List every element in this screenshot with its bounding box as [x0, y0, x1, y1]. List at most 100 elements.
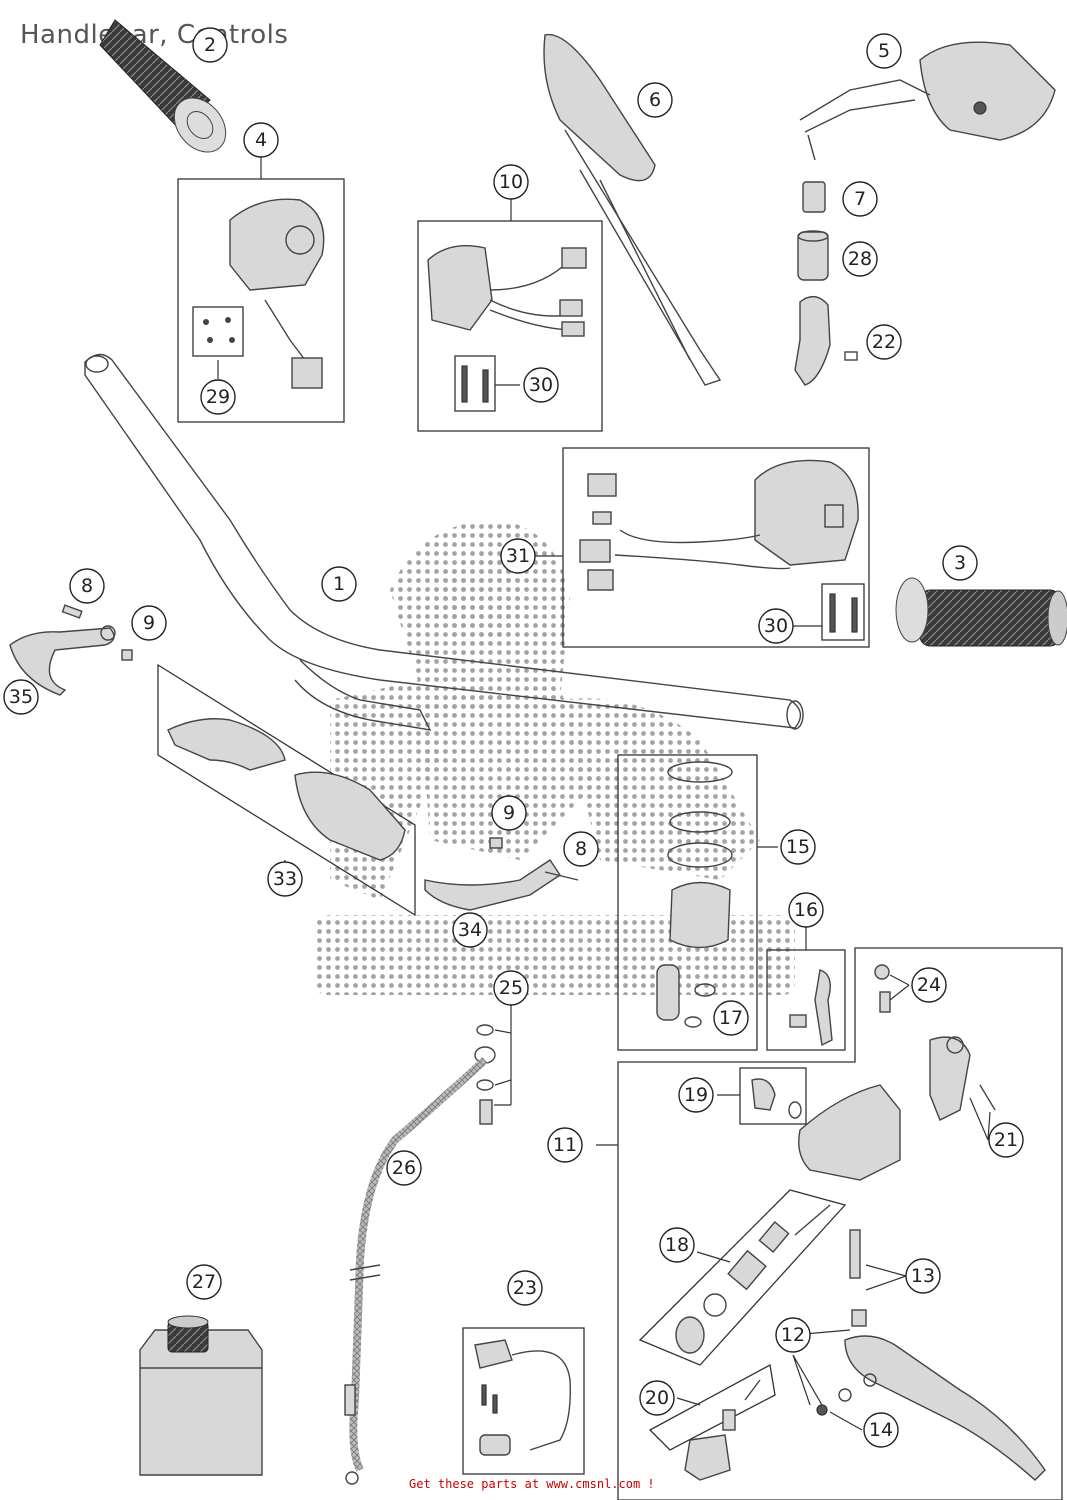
callout-34: 34 — [452, 912, 488, 948]
brake-fluid-bottle — [139, 1315, 263, 1476]
callout-7: 7 — [842, 181, 878, 217]
callout-17: 17 — [713, 1000, 749, 1036]
callout-30: 30 — [523, 367, 559, 403]
callout-15: 15 — [780, 829, 816, 865]
page-title: Handlebar, Controls — [20, 20, 289, 50]
callout-circle — [523, 367, 559, 403]
callout-label: 18 — [665, 1234, 689, 1256]
callout-label: 8 — [81, 575, 93, 597]
callout-circle — [780, 829, 816, 865]
callout-30: 30 — [758, 608, 794, 644]
handguard-box — [157, 663, 416, 917]
footer-link[interactable]: Get these parts at www.cmsnl.com ! — [409, 1477, 655, 1491]
callout-11: 11 — [547, 1127, 583, 1163]
callout-1: 1 — [321, 566, 357, 602]
callout-circle — [186, 1264, 222, 1300]
callout-label: 13 — [911, 1265, 935, 1287]
callout-circle — [563, 831, 599, 867]
callout-label: 27 — [192, 1271, 216, 1293]
callout-label: 31 — [506, 545, 530, 567]
callout-label: 26 — [392, 1157, 416, 1179]
callout-13: 13 — [905, 1258, 941, 1294]
callout-circle — [500, 538, 536, 574]
callout-25: 25 — [493, 970, 529, 1006]
callout-circle — [3, 679, 39, 715]
callout-circle — [491, 795, 527, 831]
callout-label: 7 — [854, 188, 866, 210]
callout-10: 10 — [493, 164, 529, 200]
callout-label: 30 — [529, 374, 553, 396]
callout-6: 6 — [637, 82, 673, 118]
callout-23: 23 — [507, 1270, 543, 1306]
callout-label: 20 — [645, 1387, 669, 1409]
mirror-right — [799, 41, 1056, 161]
callout-label: 30 — [764, 615, 788, 637]
callout-circle — [243, 122, 279, 158]
callout-circle — [267, 861, 303, 897]
mirror-adapter — [794, 181, 858, 386]
brake-switch-box — [462, 1327, 585, 1475]
callout-label: 15 — [786, 836, 810, 858]
callout-circle — [659, 1227, 695, 1263]
callout-circle — [678, 1077, 714, 1113]
callout-circle — [386, 1150, 422, 1186]
callout-31: 31 — [500, 538, 536, 574]
callout-circle — [866, 324, 902, 360]
callout-label: 5 — [878, 40, 890, 62]
clip-box — [766, 949, 846, 1051]
callout-label: 25 — [499, 977, 523, 999]
callout-label: 21 — [994, 1129, 1018, 1151]
callout-29: 29 — [200, 379, 236, 415]
callout-18: 18 — [659, 1227, 695, 1263]
callout-label: 16 — [794, 899, 818, 921]
callouts: 1234567889910111213141516171819202122232… — [3, 27, 1024, 1448]
callout-circle — [842, 181, 878, 217]
callout-circle — [713, 1000, 749, 1036]
callout-circle — [69, 568, 105, 604]
callout-circle — [321, 566, 357, 602]
callout-label: 11 — [553, 1134, 577, 1156]
callout-label: 4 — [255, 129, 267, 151]
callout-circle — [911, 967, 947, 1003]
callout-circle — [866, 33, 902, 69]
lever-center — [424, 837, 579, 911]
callout-33: 33 — [267, 861, 303, 897]
callout-label: 29 — [206, 386, 230, 408]
callout-label: 14 — [869, 1419, 893, 1441]
callout-label: 1 — [333, 573, 345, 595]
callout-circle — [493, 164, 529, 200]
callout-circle — [507, 1270, 543, 1306]
callout-12: 12 — [775, 1317, 811, 1353]
callout-9: 9 — [131, 605, 167, 641]
callout-label: 3 — [954, 552, 966, 574]
callout-label: 35 — [9, 686, 33, 708]
callout-26: 26 — [386, 1150, 422, 1186]
grip-right — [895, 577, 1067, 647]
callout-label: 10 — [499, 171, 523, 193]
callout-4: 4 — [243, 122, 279, 158]
callout-label: 12 — [781, 1324, 805, 1346]
callout-8: 8 — [69, 568, 105, 604]
handlebar — [84, 353, 804, 731]
callout-label: 22 — [872, 331, 896, 353]
callout-9: 9 — [491, 795, 527, 831]
callout-circle — [131, 605, 167, 641]
callout-2: 2 — [192, 27, 228, 63]
callout-circle — [775, 1317, 811, 1353]
callout-24: 24 — [911, 967, 947, 1003]
callout-22: 22 — [866, 324, 902, 360]
callout-circle — [863, 1412, 899, 1448]
callout-circle — [192, 27, 228, 63]
lever-left — [9, 604, 133, 696]
callout-label: 28 — [848, 248, 872, 270]
grip-left — [99, 19, 227, 153]
switch-left-box — [177, 178, 345, 423]
callout-label: 6 — [649, 89, 661, 111]
callout-circle — [493, 970, 529, 1006]
callout-21: 21 — [988, 1122, 1024, 1158]
callout-circle — [637, 82, 673, 118]
callout-35: 35 — [3, 679, 39, 715]
mirror-left — [543, 33, 722, 386]
callout-label: 34 — [458, 919, 482, 941]
